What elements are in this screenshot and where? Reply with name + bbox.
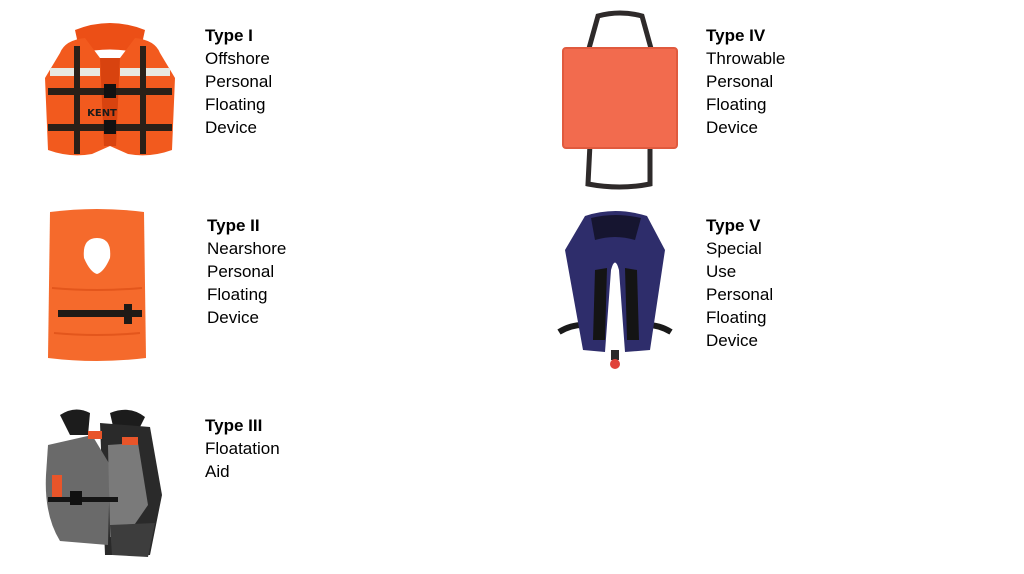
horse-collar-vest-icon	[48, 209, 146, 361]
throwable-cushion-icon	[562, 10, 678, 190]
device-label: Type II Nearshore Personal Floating Devi…	[207, 214, 286, 329]
device-label: Type IV Throwable Personal Floating Devi…	[706, 24, 785, 139]
device-type-title: Type III	[205, 416, 263, 435]
device-label: Type V Special Use Personal Floating Dev…	[706, 214, 773, 352]
inflatable-vest-icon	[557, 211, 673, 369]
device-type-title: Type IV	[706, 26, 766, 45]
device-label: Type I Offshore Personal Floating Device	[205, 24, 272, 139]
device-type-title: Type V	[706, 216, 761, 235]
device-type-description: Throwable Personal Floating Device	[706, 49, 786, 137]
device-type-description: Offshore Personal Floating Device	[205, 49, 273, 137]
device-label: Type III Floatation Aid	[205, 414, 280, 483]
device-type-title: Type I	[205, 26, 253, 45]
device-type-description: Floatation Aid	[205, 439, 280, 481]
brand-text: KENT	[87, 108, 117, 119]
offshore-vest-icon: KENT	[45, 23, 175, 156]
floatation-aid-vest-icon	[45, 409, 162, 557]
device-type-description: Nearshore Personal Floating Device	[207, 239, 287, 327]
device-type-description: Special Use Personal Floating Device	[706, 239, 774, 350]
device-type-title: Type II	[207, 216, 260, 235]
